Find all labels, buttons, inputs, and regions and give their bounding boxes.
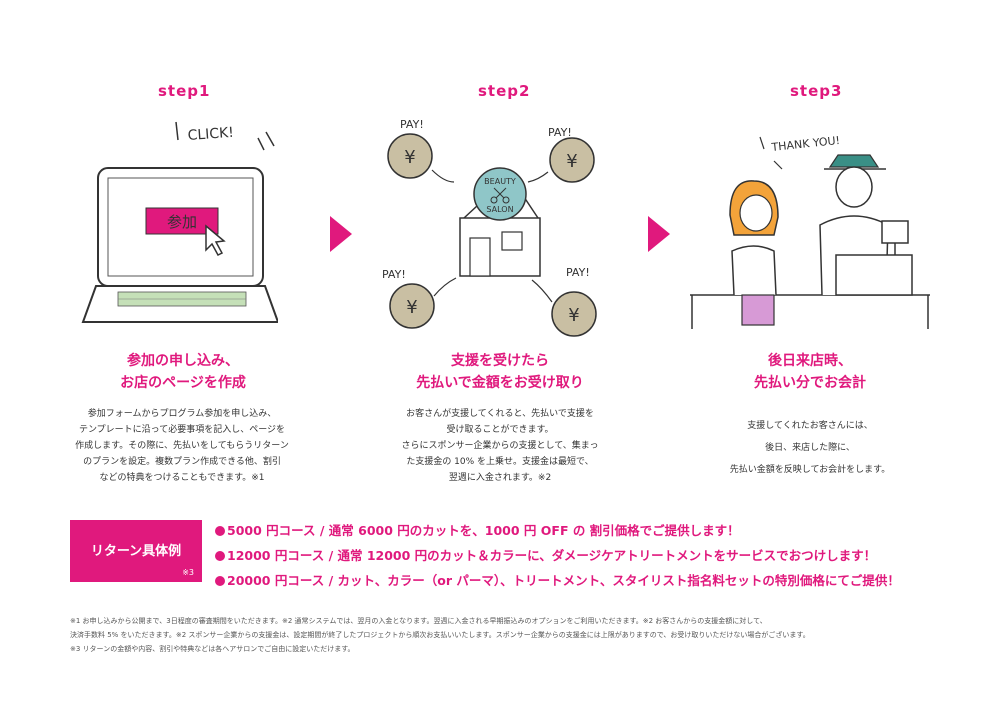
step2-title: 支援を受けたら 先払いで金額をお受け取り — [416, 353, 584, 391]
thankyou-shout: THANK YOU! — [770, 134, 841, 154]
laptop-illustration: CLICK! 参加 — [81, 121, 278, 323]
step3-title: 後日来店時、 先払い分でお会計 — [754, 353, 866, 391]
step1-body: 参加フォームからプログラム参加を申し込み、 テンプレートに沿って必要事項を記入し… — [75, 409, 289, 483]
pay-label: PAY! — [382, 268, 406, 281]
checkout-illustration: THANK YOU! — [690, 134, 930, 329]
pay-label: PAY! — [400, 118, 424, 131]
bullet-dot-icon — [215, 576, 225, 586]
returns-badge-note: ※3 — [182, 568, 194, 577]
cursor-icon — [205, 224, 226, 256]
scissors-icon — [490, 187, 510, 204]
salon-sign-bottom: SALON — [486, 205, 513, 214]
salon-illustration: ¥ ¥ ¥ ¥ PAY! PAY! PAY! PAY! BEAUTY SALON — [382, 118, 597, 337]
salon-sign-top: BEAUTY — [484, 177, 516, 186]
click-shout: CLICK! — [187, 125, 234, 144]
step2-label: step2 — [478, 82, 531, 100]
course-20000: 20000 円コース / カット、カラー（or パーマ）、トリートメント、スタイ… — [215, 570, 900, 589]
svg-text:¥: ¥ — [568, 305, 579, 326]
svg-text:¥: ¥ — [404, 147, 415, 168]
course-12000: 12000 円コース / 通常 12000 円のカット＆カラーに、ダメージケアト… — [215, 545, 876, 564]
returns-badge-label: リターン具体例 — [90, 544, 182, 559]
svg-text:¥: ¥ — [406, 297, 417, 318]
course-5000: 5000 円コース / 通常 6000 円のカットを、1000 円 OFF の … — [215, 520, 740, 539]
step3-body: 支援してくれたお客さんには、 後日、来店した際に、 先払い金額を反映してお会計を… — [729, 421, 891, 475]
pay-label: PAY! — [566, 266, 590, 279]
yen-coin-icon: ¥ — [387, 133, 433, 179]
bullet-dot-icon — [215, 551, 225, 561]
svg-text:¥: ¥ — [566, 151, 577, 172]
bullet-dot-icon — [215, 526, 225, 536]
yen-coin-icon: ¥ — [551, 291, 597, 337]
join-button-text: 参加 — [167, 213, 197, 231]
arrow-right-icon — [330, 216, 352, 252]
step1-title: 参加の申し込み、 お店のページを作成 — [120, 353, 246, 391]
step2-body: お客さんが支援してくれると、先払いで支援を 受け取ることができます。 さらにスポ… — [401, 409, 599, 483]
step1-label: step1 — [158, 82, 211, 100]
arrow-right-icon — [648, 216, 670, 252]
pay-label: PAY! — [548, 126, 572, 139]
yen-coin-icon: ¥ — [389, 283, 435, 329]
footnotes: ※1 お申し込みから公開まで、3日程度の審査期間をいただきます。※2 通常システ… — [70, 617, 810, 653]
returns-badge: リターン具体例 ※3 — [70, 520, 202, 582]
step3-label: step3 — [790, 82, 843, 100]
yen-coin-icon: ¥ — [549, 137, 595, 183]
